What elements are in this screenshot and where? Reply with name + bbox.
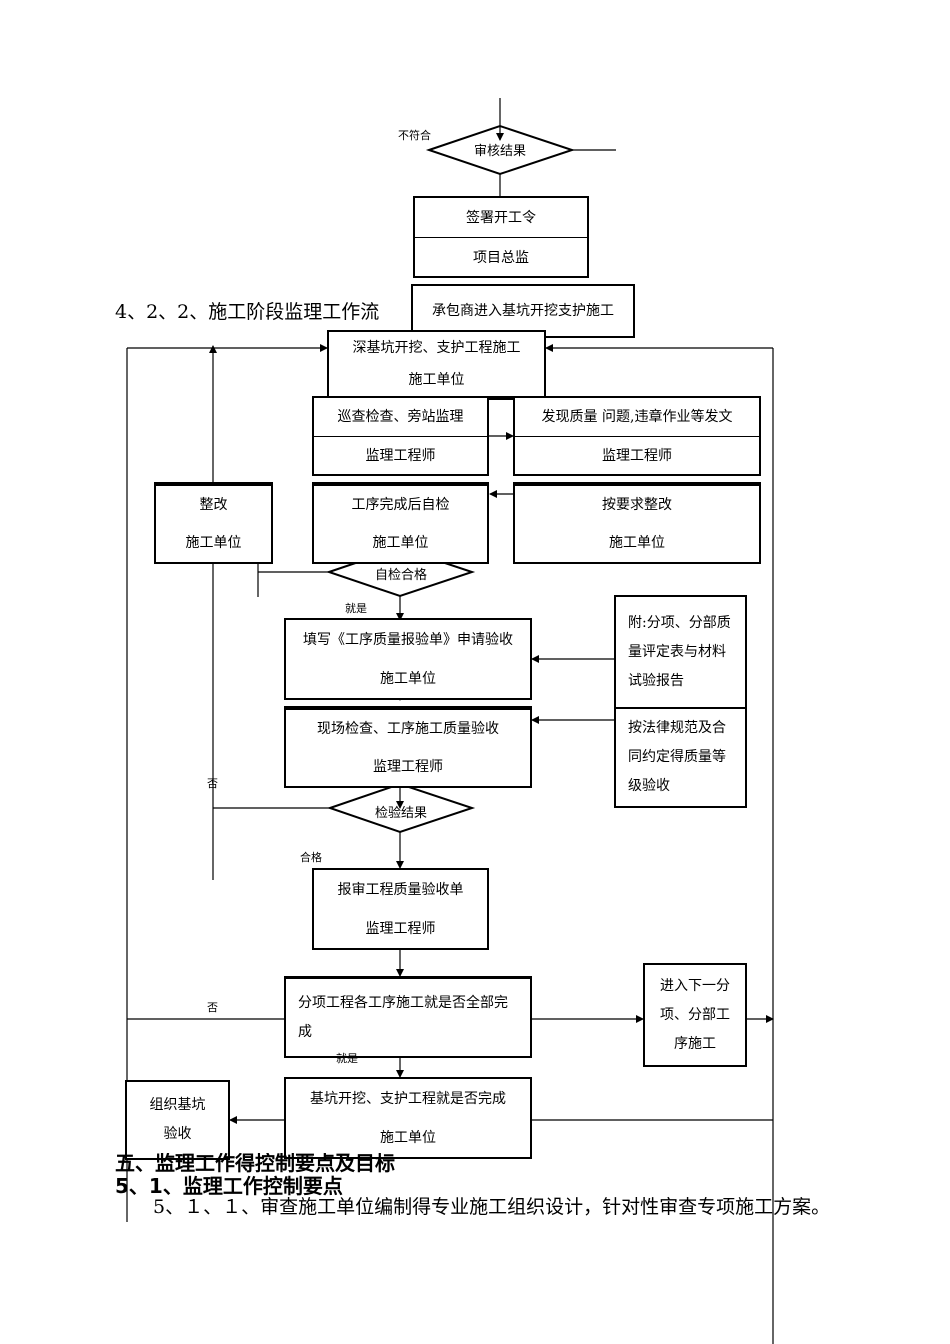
subitem-box: 分项工程各工序施工就是否全部完 成	[284, 976, 532, 1058]
fill-form-box: 填写《工序质量报验单》申请验收 施工单位	[284, 618, 532, 700]
attach-line-3: 试验报告	[628, 673, 684, 689]
next-line-1: 进入下一分	[660, 977, 730, 994]
fill-form-title: 填写《工序质量报验单》申请验收	[303, 631, 513, 648]
issue-title: 发现质量 问题,违章作业等发文	[515, 398, 759, 437]
organize-line-1: 组织基坑	[149, 1097, 206, 1113]
patrol-box: 巡查检查、旁站监理 监理工程师	[312, 396, 489, 476]
contractor-enter-box: 承包商进入基坑开挖支护施工	[411, 284, 635, 338]
label-no-2: 否	[207, 1001, 218, 1014]
deep-pit-actor: 施工单位	[408, 372, 465, 388]
sign-order-box: 签署开工令 项目总监	[413, 196, 589, 278]
heading-5-1: 5、1、监理工作控制要点	[115, 1174, 343, 1198]
site-check-box: 现场检查、工序施工质量验收 监理工程师	[284, 706, 532, 788]
label-not-conform: 不符合	[398, 129, 431, 142]
label-yes-2: 就是	[336, 1052, 358, 1065]
patrol-title: 巡查检查、旁站监理	[314, 398, 487, 437]
attach-line-1: 附:分项、分部质	[628, 615, 731, 631]
by-law-line-2: 同约定得质量等	[628, 749, 726, 765]
self-check-box: 工序完成后自检 施工单位	[312, 482, 489, 564]
self-check-actor: 施工单位	[372, 535, 429, 551]
by-law-line-1: 按法律规范及合	[628, 720, 726, 736]
rectify-request-actor: 施工单位	[609, 535, 665, 551]
pit-done-box: 基坑开挖、支护工程就是否完成 施工单位	[284, 1077, 532, 1159]
decision-review-label: 审核结果	[474, 144, 527, 159]
subitem-line-2: 成	[298, 1023, 312, 1040]
patrol-actor: 监理工程师	[365, 448, 436, 464]
rectify-actor: 施工单位	[185, 535, 242, 551]
rectify-title: 整改	[199, 497, 228, 513]
decision-inspect-label: 检验结果	[374, 806, 427, 821]
sign-order-actor: 项目总监	[473, 249, 529, 266]
paragraph-5-1-1: 5、１、１、审查施工单位编制得专业施工组织设计，针对性审查专项施工方案。	[115, 1196, 831, 1218]
report-actor: 监理工程师	[365, 920, 436, 937]
by-law-box: 按法律规范及合 同约定得质量等 级验收	[614, 707, 747, 808]
heading-4-2-2: 4、2、2、施工阶段监理工作流	[115, 301, 380, 323]
organize-box: 组织基坑 验收	[125, 1080, 230, 1160]
label-no-1: 否	[207, 777, 218, 790]
label-pass: 合格	[300, 851, 322, 864]
deep-pit-title: 深基坑开挖、支护工程施工	[352, 340, 521, 356]
attach-box: 附:分项、分部质 量评定表与材料 试验报告	[614, 595, 747, 710]
rectify-request-title: 按要求整改	[602, 497, 672, 513]
rectify-request-box: 按要求整改 施工单位	[513, 482, 761, 564]
pit-done-title: 基坑开挖、支护工程就是否完成	[310, 1090, 506, 1107]
subitem-line-1: 分项工程各工序施工就是否全部完	[298, 994, 508, 1011]
label-yes-1: 就是	[345, 602, 367, 615]
attach-line-2: 量评定表与材料	[628, 644, 726, 660]
decision-self-check-label: 自检合格	[374, 568, 427, 583]
rectify-box: 整改 施工单位	[154, 482, 273, 564]
issue-actor: 监理工程师	[602, 448, 672, 464]
report-box: 报审工程质量验收单 监理工程师	[312, 868, 489, 950]
fill-form-actor: 施工单位	[380, 670, 436, 687]
next-line-3: 序施工	[674, 1035, 716, 1052]
organize-line-2: 验收	[163, 1126, 192, 1142]
issue-box: 发现质量 问题,违章作业等发文 监理工程师	[513, 396, 761, 476]
site-check-title: 现场检查、工序施工质量验收	[317, 721, 499, 737]
deep-pit-box: 深基坑开挖、支护工程施工 施工单位	[327, 330, 546, 400]
pit-done-actor: 施工单位	[380, 1129, 436, 1146]
heading-5: 五、监理工作得控制要点及目标	[115, 1151, 395, 1175]
sign-order-title: 签署开工令	[415, 198, 587, 238]
next-line-2: 项、分部工	[660, 1006, 730, 1023]
by-law-line-3: 级验收	[628, 778, 670, 794]
self-check-title: 工序完成后自检	[351, 497, 450, 513]
site-check-actor: 监理工程师	[373, 759, 443, 775]
next-step-box: 进入下一分 项、分部工 序施工	[643, 963, 747, 1067]
report-title: 报审工程质量验收单	[337, 881, 464, 898]
